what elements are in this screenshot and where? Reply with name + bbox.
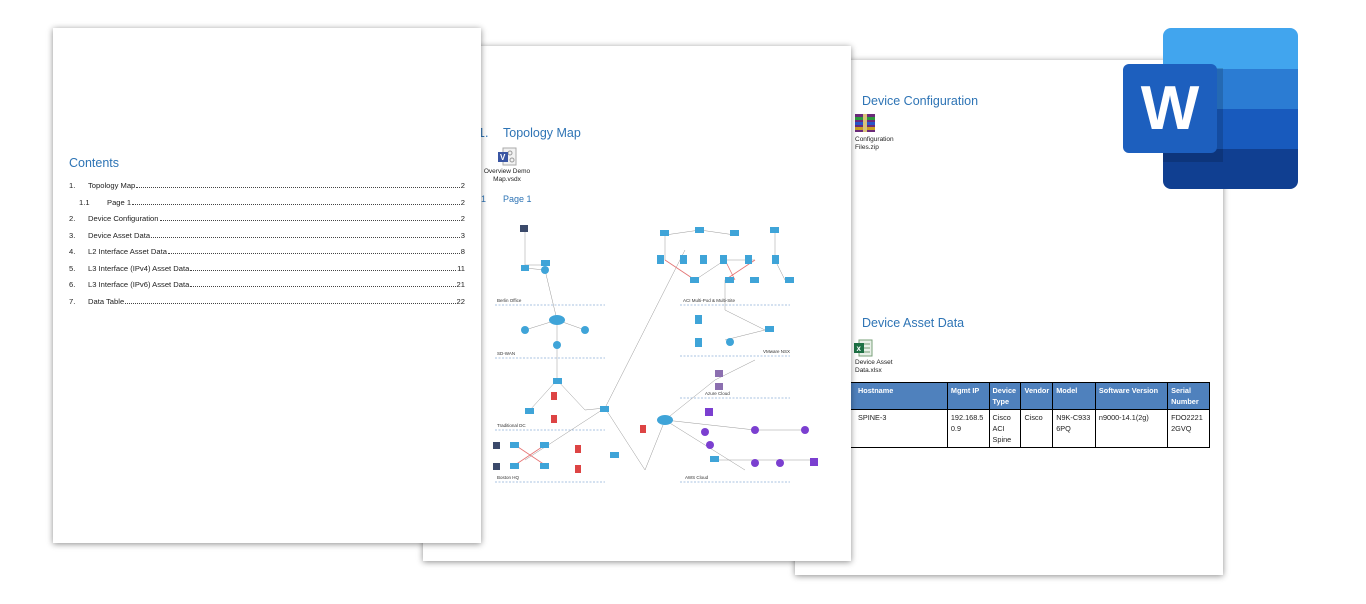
cell-device-type: Cisco ACI Spine [988, 409, 1022, 448]
toc-entry-page: 2 [460, 214, 465, 223]
svg-text:V: V [500, 153, 506, 162]
toc-entry-page: 22 [456, 296, 465, 306]
group-label-sd-wan: SD-WAN [497, 351, 515, 356]
group-dividers [495, 304, 790, 483]
toc-entry[interactable]: 6. L3 Interface (IPv6) Asset Data 21 [69, 277, 465, 289]
visio-file-icon[interactable]: V [497, 147, 517, 167]
toc-entry-number: 7. [69, 296, 76, 306]
heading-device-configuration: Device Configuration [862, 94, 979, 108]
toc-leader-dots [159, 220, 460, 221]
zip-archive-icon[interactable] [854, 113, 876, 133]
cell-mgmt-ip: 192.168.50.9 [946, 409, 990, 448]
heading-topology-map: Topology Map [503, 126, 581, 140]
cell-vendor: Cisco [1020, 409, 1054, 448]
toc-entry-page: 3 [460, 230, 465, 240]
toc-entry-label[interactable]: Data Table [88, 296, 125, 306]
toc-entry-label[interactable]: L2 Interface Asset Data [88, 247, 167, 256]
toc-entry-number: 3. [69, 230, 76, 240]
word-icon-tile [1123, 64, 1217, 153]
toc-entry-label[interactable]: L3 Interface (IPv6) Asset Data [88, 280, 190, 289]
col-header-mgmt-ip: Mgmt IP [946, 382, 990, 410]
toc-entry-label[interactable]: Device Configuration [88, 214, 159, 223]
toc-entry[interactable]: 3. Device Asset Data 3 [69, 228, 465, 240]
col-header-model: Model [1052, 382, 1096, 410]
subheading-page-1: Page 1 [503, 194, 532, 204]
network-nodes [493, 225, 818, 473]
subsection-number: 1 [481, 194, 487, 204]
heading-contents: Contents [69, 156, 120, 170]
col-header-vendor: Vendor [1020, 382, 1054, 410]
svg-text:x: x [857, 344, 862, 353]
toc-entry[interactable]: 1. Topology Map 2 [69, 178, 465, 190]
group-label-azure-cloud: Azure Cloud [705, 391, 730, 396]
toc-leader-dots [190, 286, 456, 287]
section-number: 1. [478, 126, 489, 140]
group-label-aws-cloud: AWS Cloud [685, 475, 709, 480]
excel-file-icon[interactable]: x [853, 339, 873, 357]
toc-entry-label[interactable]: Page 1 [107, 197, 132, 207]
toc-leader-dots [167, 253, 460, 254]
cell-serial-number: FDO22212GVQ [1167, 409, 1210, 448]
toc-entry[interactable]: 7. Data Table 22 [69, 294, 465, 306]
toc-entry-number: 6. [69, 280, 76, 289]
cell-software-version: n9000-14.1(2g) [1094, 409, 1169, 448]
group-label-vmware-nsx: VMware NSX [763, 349, 790, 354]
group-label-traditional-dc: Traditional DC [497, 423, 526, 428]
toc-leader-dots [132, 203, 460, 205]
toc-entry[interactable]: 1.1 Page 1 2 [79, 195, 465, 207]
toc-entry-label[interactable]: L3 Interface (IPv4) Asset Data [88, 263, 190, 273]
heading-device-asset-data: Device Asset Data [862, 316, 965, 330]
config-attachment-label[interactable]: Configuration Files.zip [855, 136, 894, 151]
toc-leader-dots [151, 236, 460, 238]
toc-entry[interactable]: 4. L2 Interface Asset Data 8 [69, 244, 465, 256]
group-label-boston-hq: Boston HQ [497, 475, 520, 480]
col-header-device-type: Device Type [988, 382, 1022, 410]
visio-attachment-label[interactable]: Overview Demo Map.vsdx [483, 168, 531, 183]
toc-entry-number: 1. [69, 181, 76, 190]
document-page-topology: 1. Topology Map V Overview Demo Map.vsdx… [423, 46, 851, 561]
table-row: SPINE-3 192.168.50.9 Cisco ACI Spine Cis… [815, 409, 1210, 448]
microsoft-word-logo: W [1123, 28, 1298, 189]
toc-entry[interactable]: 2. Device Configuration 2 [69, 211, 465, 223]
table-header-row: Hostname Mgmt IP Device Type Vendor Mode… [815, 382, 1210, 410]
col-header-serial-number: Serial Number [1167, 382, 1210, 410]
asset-attachment-label[interactable]: Device Asset Data.xlsx [855, 359, 893, 374]
cell-model: N9K-C9336PQ [1052, 409, 1096, 448]
topology-diagram: Berlin Office SD-WAN Traditional DC Bost… [493, 225, 818, 483]
toc-entry-page: 8 [460, 247, 465, 256]
toc-entry-page: 2 [460, 181, 465, 190]
group-label-aci-multi-pod: ACI Multi-Pod & Multi-Site [683, 298, 736, 303]
col-header-software-version: Software Version [1094, 382, 1169, 410]
toc-entry-number: 4. [69, 247, 76, 256]
group-label-berlin-office: Berlin Office [497, 298, 522, 303]
toc-leader-dots [190, 269, 457, 271]
toc-entry-page: 21 [456, 280, 465, 289]
toc-entry-label[interactable]: Topology Map [88, 181, 136, 190]
toc-entry-number: 5. [69, 263, 76, 273]
toc-entry-page: 11 [457, 263, 465, 273]
device-asset-table: Hostname Mgmt IP Device Type Vendor Mode… [815, 382, 1210, 448]
redundant-links [514, 259, 756, 466]
toc-entry-number: 1.1 [79, 197, 90, 207]
toc-entry[interactable]: 5. L3 Interface (IPv4) Asset Data 11 [69, 261, 465, 273]
word-logo-letter: W [1141, 74, 1200, 143]
toc-entry-label[interactable]: Device Asset Data [88, 230, 151, 240]
toc-leader-dots [136, 187, 460, 188]
toc-entry-number: 2. [69, 214, 76, 223]
toc-entry-page: 2 [460, 197, 465, 207]
toc-leader-dots [125, 302, 456, 304]
document-page-contents: Contents 1. Topology Map 2 1.1 Page 1 2 2. Devi… [53, 28, 481, 543]
